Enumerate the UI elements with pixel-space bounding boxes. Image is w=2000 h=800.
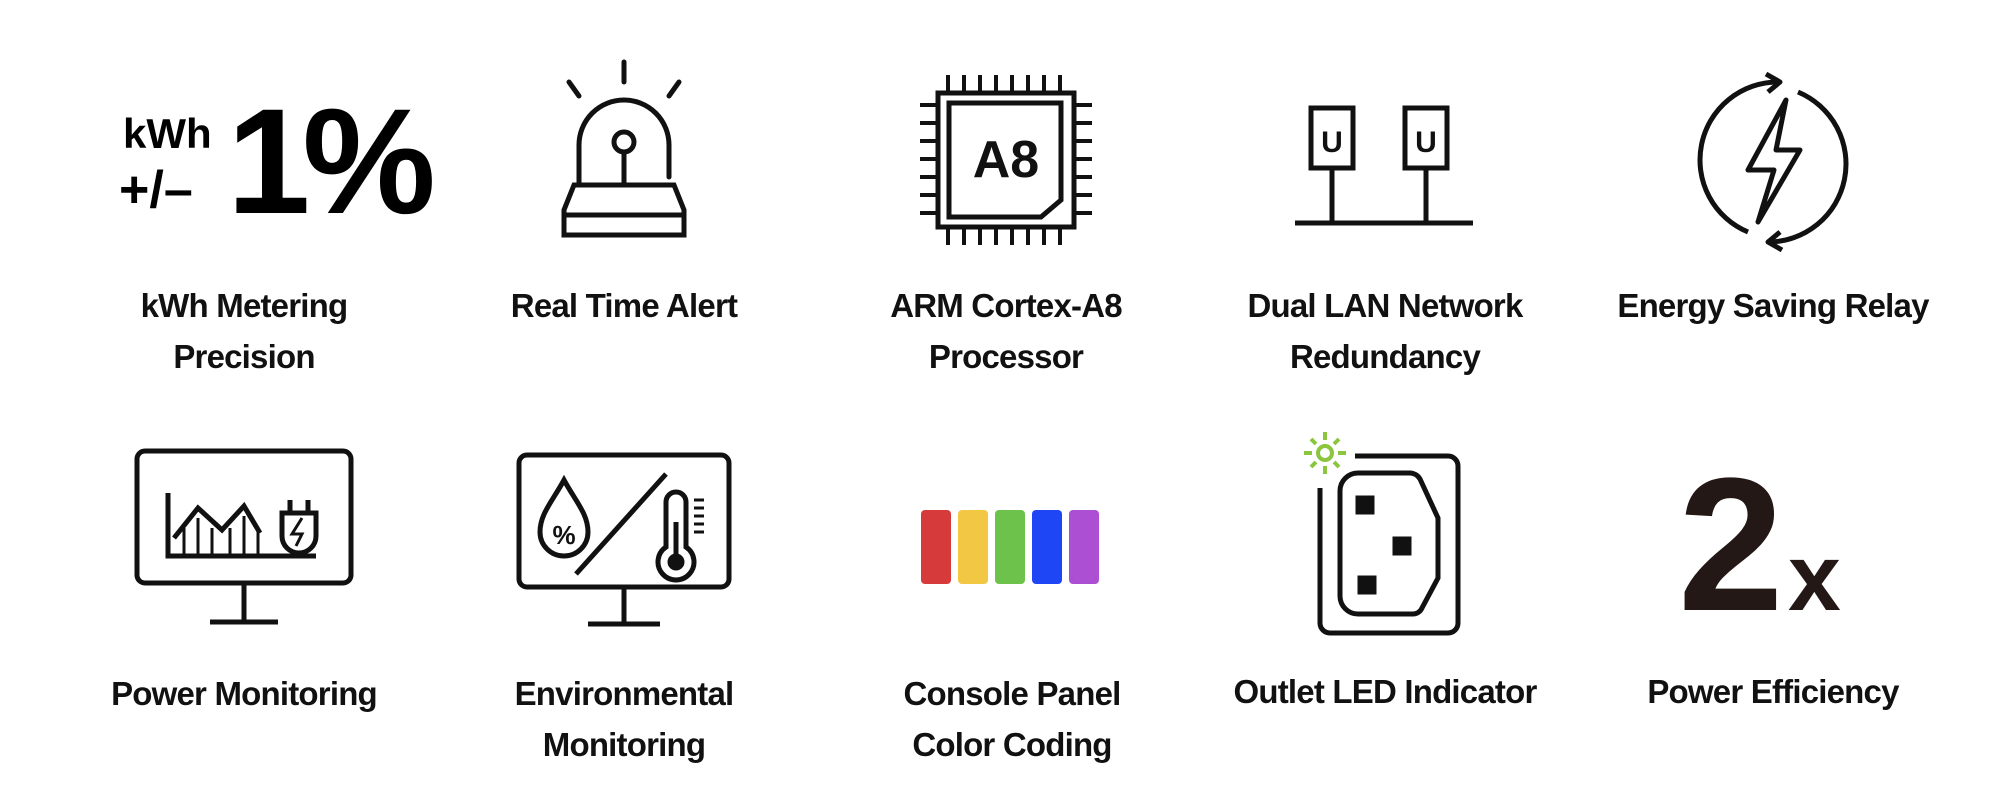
label-line: Real Time Alert bbox=[510, 287, 738, 324]
color-bar-blue bbox=[1032, 510, 1062, 584]
2x-icon: 2 x bbox=[1678, 439, 1868, 651]
port-label: U bbox=[1321, 126, 1343, 159]
label-line: Power Efficiency bbox=[1647, 673, 1899, 710]
label-line: Dual LAN Network bbox=[1247, 287, 1523, 324]
multiplier-number: 2 bbox=[1678, 439, 1784, 651]
feature-label: Environmental Monitoring bbox=[434, 668, 814, 770]
siren-icon bbox=[554, 59, 694, 240]
feature-label: Outlet LED Indicator bbox=[1195, 666, 1575, 717]
plus-minus-text: +/– bbox=[119, 161, 193, 219]
energy-cycle-icon bbox=[1688, 71, 1858, 253]
color-bars-icon bbox=[921, 510, 1103, 584]
feature-label: Real Time Alert bbox=[434, 280, 814, 331]
multiplier-suffix: x bbox=[1788, 525, 1841, 631]
label-line: Outlet LED Indicator bbox=[1233, 673, 1537, 710]
power-monitor-icon bbox=[134, 448, 354, 628]
label-line: Energy Saving Relay bbox=[1617, 287, 1929, 324]
cpu-chip-icon: A8 bbox=[916, 75, 1096, 245]
environment-monitor-icon: % bbox=[516, 452, 732, 632]
kwh-precision-icon: kWh +/– 1% bbox=[109, 77, 440, 245]
humidity-percent: % bbox=[552, 520, 575, 550]
percent-value-text: 1% bbox=[227, 77, 432, 245]
label-line: Monitoring bbox=[542, 726, 706, 763]
color-bar-green bbox=[995, 510, 1025, 584]
port-label: U bbox=[1415, 126, 1437, 159]
kwh-text: kWh bbox=[123, 110, 212, 157]
color-bar-yellow bbox=[958, 510, 988, 584]
chip-label: A8 bbox=[973, 131, 1039, 189]
label-line: Console Panel bbox=[903, 675, 1122, 712]
label-line: Environmental bbox=[514, 675, 735, 712]
led-light-icon bbox=[1304, 432, 1346, 474]
outlet-led-icon bbox=[1300, 428, 1470, 638]
feature-label: Dual LAN Network Redundancy bbox=[1195, 280, 1575, 382]
dual-lan-icon: U U bbox=[1295, 100, 1475, 230]
feature-label: Console Panel Color Coding bbox=[822, 668, 1202, 770]
label-line: Precision bbox=[173, 338, 315, 375]
feature-label: Power Efficiency bbox=[1583, 666, 1963, 717]
feature-label: kWh Metering Precision bbox=[54, 280, 434, 382]
label-line: Color Coding bbox=[912, 726, 1112, 763]
feature-label: Power Monitoring bbox=[54, 668, 434, 719]
color-bar-purple bbox=[1069, 510, 1099, 584]
color-bar-red bbox=[921, 510, 951, 584]
feature-label: Energy Saving Relay bbox=[1583, 280, 1963, 331]
label-line: ARM Cortex-A8 bbox=[890, 287, 1122, 324]
label-line: Power Monitoring bbox=[111, 675, 378, 712]
label-line: Redundancy bbox=[1289, 338, 1481, 375]
label-line: Processor bbox=[928, 338, 1084, 375]
label-line: kWh Metering bbox=[140, 287, 349, 324]
feature-label: ARM Cortex-A8 Processor bbox=[816, 280, 1196, 382]
